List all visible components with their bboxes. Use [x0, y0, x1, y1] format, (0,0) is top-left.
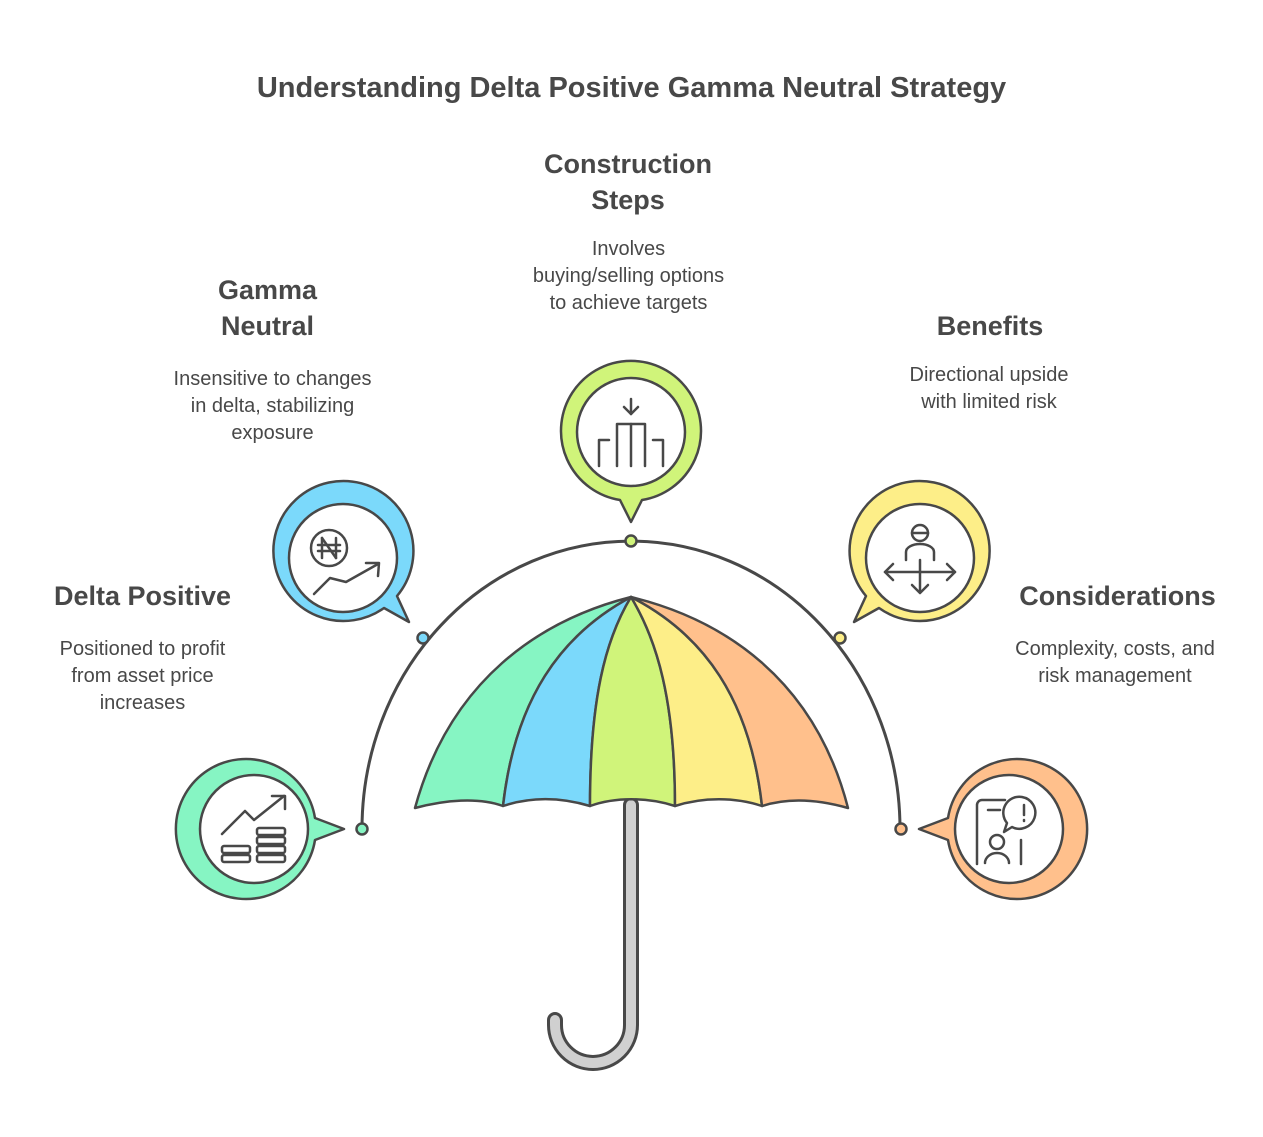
heading-delta-positive: Delta Positive [53, 581, 232, 611]
desc-delta-positive: Positioned to profit from asset price in… [59, 638, 226, 714]
diagram-title: Understanding Delta Positive Gamma Neutr… [256, 72, 1007, 104]
growth-chart-coins-icon [220, 794, 287, 864]
arc-dot-delta-positive [355, 822, 369, 836]
desc-construction-steps: Involves buying/selling options to achie… [532, 238, 725, 314]
umbrella-handle-fill [547, 797, 639, 1071]
desc-considerations: Complexity, costs, and risk management [1015, 638, 1215, 687]
bubble-benefits [848, 479, 991, 624]
umbrella-handle [550, 800, 636, 1068]
desc-benefits: Directional upside with limited risk [909, 364, 1069, 413]
bubble-gamma-neutral [272, 479, 415, 624]
desc-gamma-neutral: Insensitive to changes in delta, stabili… [173, 368, 372, 444]
naira-growth-icon [309, 528, 381, 596]
heading-gamma-neutral: Gamma Neutral [217, 275, 318, 341]
bubble-considerations [917, 757, 1089, 901]
arc-dot-considerations [894, 822, 908, 836]
person-arrows-icon [883, 523, 957, 595]
heading-construction-steps: Construction Steps [544, 149, 712, 215]
heading-benefits: Benefits [936, 311, 1044, 341]
arc-dot-benefits [833, 631, 847, 645]
bubble-delta-positive [174, 757, 346, 901]
heading-considerations: Considerations [1019, 581, 1216, 611]
umbrella-panel-5 [629, 595, 850, 810]
arc-dot-gamma-neutral [416, 631, 430, 645]
device-alert-person-icon [975, 795, 1037, 866]
construction-columns-icon [597, 397, 665, 468]
arc-dot-construction-steps [624, 534, 638, 548]
bubble-construction-steps [559, 359, 703, 524]
